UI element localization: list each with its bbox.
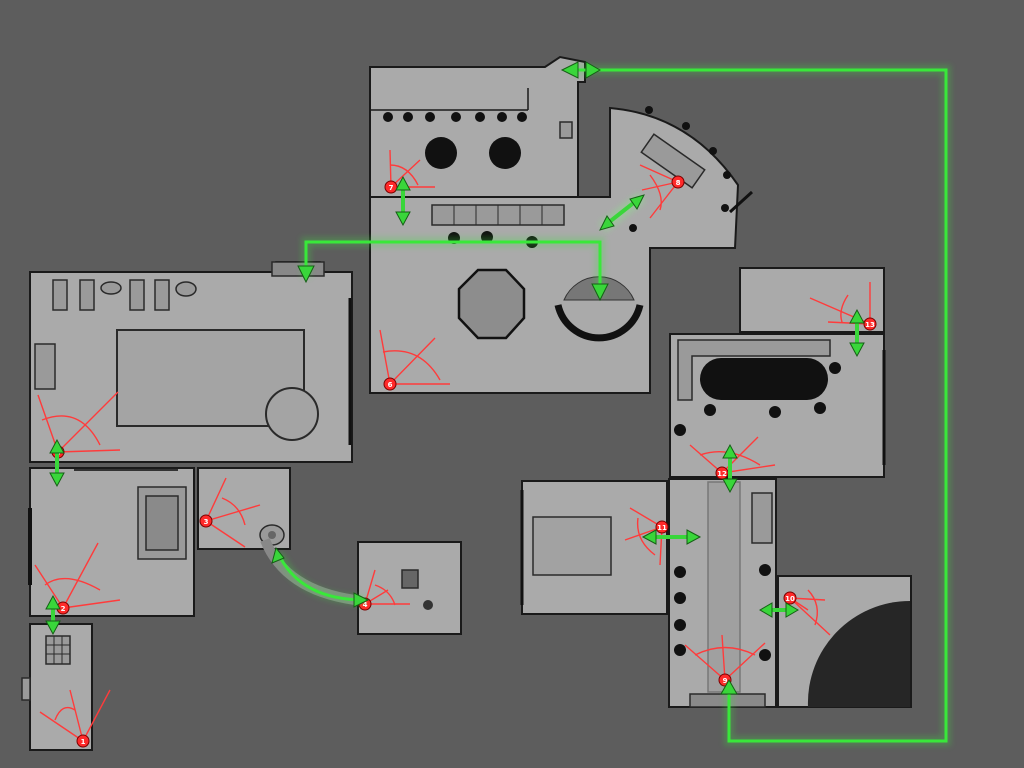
camera-icon[interactable]: 6: [379, 329, 450, 391]
camera-icon[interactable]: 10: [783, 589, 831, 636]
double-arrow-icon[interactable]: [560, 61, 602, 79]
camera-label-9: 9: [723, 677, 728, 685]
double-arrow-icon[interactable]: [271, 546, 370, 608]
camera-icon[interactable]: 7: [384, 149, 435, 194]
camera-label-6: 6: [388, 381, 393, 389]
route-line[interactable]: [304, 240, 602, 296]
routes: [273, 65, 951, 746]
camera-icon[interactable]: 13: [809, 282, 877, 331]
transitions: [45, 61, 865, 695]
camera-icon[interactable]: 8: [639, 164, 685, 219]
double-arrow-icon[interactable]: [759, 602, 799, 618]
room-small-cam4: [357, 541, 462, 635]
camera-icon[interactable]: 3: [199, 477, 261, 548]
double-arrow-icon[interactable]: [720, 678, 738, 695]
camera-label-10: 10: [785, 595, 795, 603]
double-arrow-icon[interactable]: [849, 308, 865, 358]
double-arrow-icon[interactable]: [722, 443, 738, 494]
double-arrow-icon[interactable]: [297, 265, 609, 302]
double-arrow-icon[interactable]: [641, 529, 702, 545]
double-arrow-icon[interactable]: [598, 192, 646, 233]
camera-label-1: 1: [81, 738, 86, 746]
camera-label-3: 3: [204, 518, 209, 526]
double-arrow-icon[interactable]: [49, 438, 65, 488]
camera-label-13: 13: [865, 321, 875, 329]
room-right-top: [739, 267, 885, 333]
camera-icon[interactable]: 2: [34, 542, 121, 615]
double-arrow-icon[interactable]: [395, 175, 411, 227]
route-line[interactable]: [276, 552, 366, 602]
route-line[interactable]: [572, 68, 948, 743]
camera-icon[interactable]: 9: [684, 634, 766, 687]
furniture: [21, 88, 910, 708]
camera-label-2: 2: [61, 605, 66, 613]
double-arrow-icon[interactable]: [45, 594, 61, 636]
camera-label-11: 11: [657, 524, 667, 532]
camera-label-7: 7: [389, 184, 394, 192]
camera-label-8: 8: [676, 179, 681, 187]
camera-label-4: 4: [363, 601, 368, 609]
camera-label-12: 12: [717, 470, 727, 478]
camera-icon[interactable]: 1: [39, 689, 111, 748]
